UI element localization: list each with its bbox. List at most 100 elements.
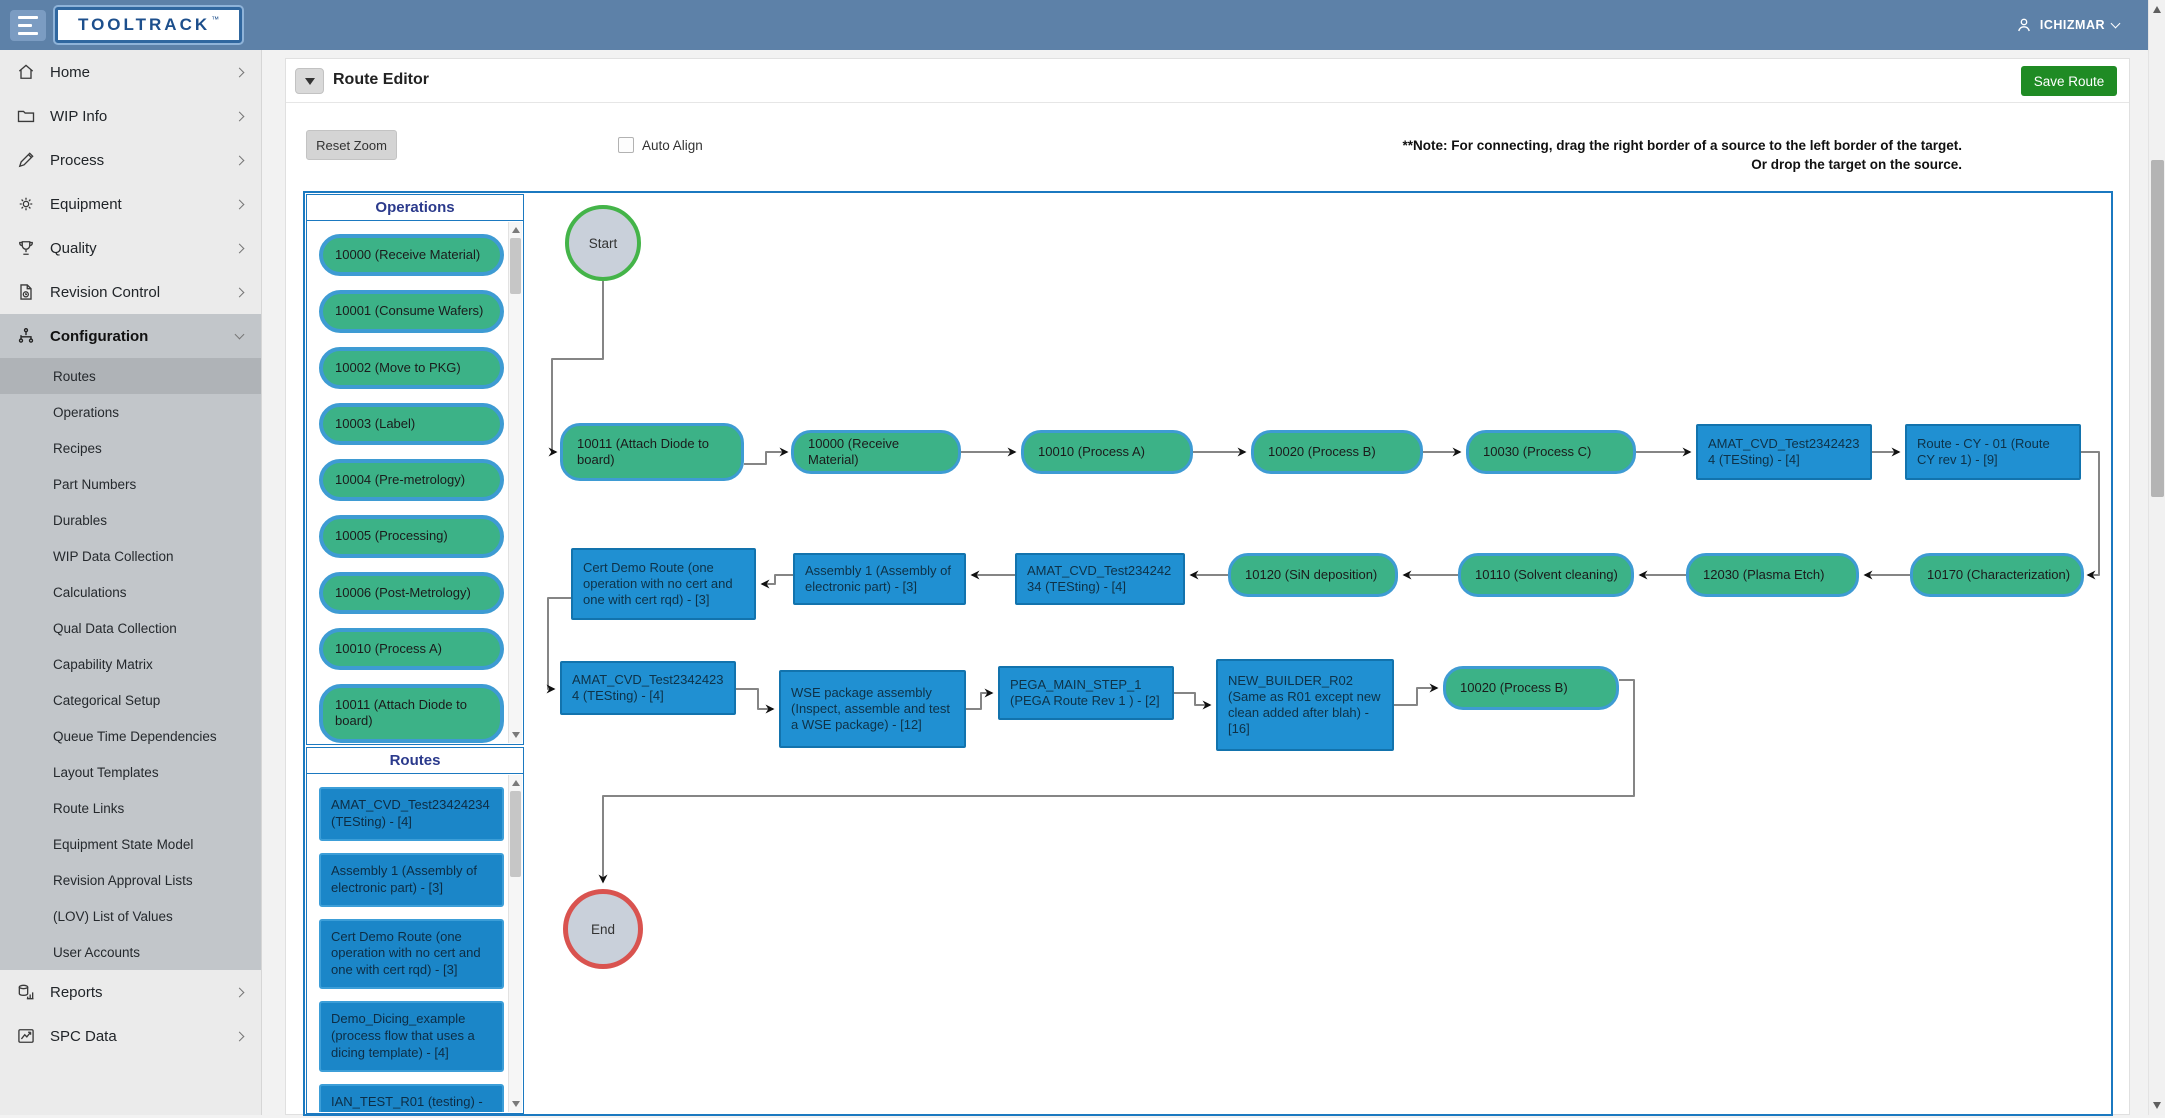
- route-item[interactable]: IAN_TEST_R01 (testing) - [13]: [319, 1083, 504, 1112]
- operations-panel: Operations 10000 (Receive Material) 10001…: [306, 194, 524, 745]
- scroll-thumb[interactable]: [510, 238, 521, 294]
- reset-zoom-button[interactable]: Reset Zoom: [306, 130, 397, 160]
- page-scrollbar[interactable]: [2148, 0, 2165, 1115]
- operation-item[interactable]: 10010 (Process A): [319, 627, 504, 670]
- end-node[interactable]: End: [563, 889, 643, 969]
- operation-item[interactable]: 10003 (Label): [319, 402, 504, 445]
- diagram-node[interactable]: AMAT_CVD_Test23424234 (TESting) - [4]: [1015, 553, 1185, 605]
- sidebar-item-home[interactable]: Home: [0, 50, 261, 94]
- route-item[interactable]: Assembly 1 (Assembly of electronic part)…: [319, 852, 504, 907]
- diagram-node[interactable]: Cert Demo Route (one operation with no c…: [571, 548, 756, 620]
- note-line-2: Or drop the target on the source.: [1751, 157, 1962, 172]
- sidebar-subitem[interactable]: Routes: [0, 358, 261, 394]
- operation-item[interactable]: 10004 (Pre-metrology): [319, 459, 504, 502]
- sidebar-subitem[interactable]: Recipes: [53, 440, 102, 456]
- sidebar-subitem[interactable]: Qual Data Collection: [53, 620, 177, 636]
- page-title: Route Editor: [333, 71, 429, 88]
- chevron-right-icon: [234, 155, 245, 165]
- diagram-node[interactable]: AMAT_CVD_Test23424234 (TESting) - [4]: [560, 661, 736, 715]
- sidebar-subitem[interactable]: Durables: [53, 512, 108, 528]
- auto-align-control[interactable]: Auto Align: [618, 137, 703, 153]
- scroll-thumb[interactable]: [2151, 160, 2164, 497]
- user-menu[interactable]: ICHIZMAR: [2015, 0, 2121, 50]
- start-label: Start: [588, 235, 618, 251]
- routes-panel-title: Routes: [307, 748, 523, 774]
- sidebar-item-quality[interactable]: Quality: [0, 226, 261, 270]
- sidebar-subitem[interactable]: Revision Approval Lists: [53, 872, 193, 888]
- chevron-right-icon: [234, 111, 245, 121]
- diagram-node[interactable]: 10010 (Process A): [1021, 430, 1193, 474]
- save-route-button[interactable]: Save Route: [2021, 66, 2117, 96]
- document-history-icon: [20, 284, 32, 300]
- sidebar-subitem[interactable]: User Accounts: [53, 944, 141, 960]
- route-item[interactable]: AMAT_CVD_Test23424234 (TESting) - [4]: [319, 787, 504, 841]
- sidebar-subitem[interactable]: Categorical Setup: [53, 692, 161, 708]
- route-item[interactable]: Demo_Dicing_example (process flow that u…: [319, 1001, 504, 1072]
- diagram-node[interactable]: 10020 (Process B): [1251, 430, 1423, 474]
- routes-scrollbar[interactable]: [508, 775, 522, 1112]
- operations-scrollbar[interactable]: [508, 222, 522, 743]
- reports-icon: [18, 984, 34, 1000]
- sidebar-item-process[interactable]: Process: [0, 138, 261, 182]
- chevron-right-icon: [234, 243, 245, 253]
- route-canvas[interactable]: Start End 10011 (Attach Diode to board) 1…: [303, 191, 2113, 1116]
- sidebar-item-spc-data[interactable]: SPC Data: [0, 1014, 261, 1058]
- sidebar-subitem[interactable]: Capability Matrix: [53, 656, 153, 672]
- diagram-node[interactable]: 10000 (Receive Material): [791, 430, 961, 474]
- operation-item[interactable]: 10005 (Processing): [319, 515, 504, 558]
- sidebar-item-revision-control[interactable]: Revision Control: [0, 270, 261, 314]
- diagram-node[interactable]: Route - CY - 01 (Route CY rev 1) - [9]: [1905, 424, 2081, 480]
- hamburger-menu-button[interactable]: [10, 10, 46, 41]
- diagram-node[interactable]: 10011 (Attach Diode to board): [560, 423, 744, 481]
- note-line-1: **Note: For connecting, drag the right b…: [1402, 138, 1962, 153]
- operation-item[interactable]: 10000 (Receive Material): [319, 234, 504, 277]
- scroll-down-icon[interactable]: [2153, 1102, 2161, 1109]
- route-editor-panel: Route Editor Save Route Reset Zoom Auto …: [285, 58, 2130, 1116]
- diagram-node[interactable]: 10110 (Solvent cleaning): [1458, 553, 1634, 597]
- diagram-node[interactable]: 12030 (Plasma Etch): [1686, 553, 1859, 597]
- scroll-down-icon[interactable]: [512, 732, 520, 738]
- scroll-thumb[interactable]: [510, 791, 521, 877]
- sidebar-subitem[interactable]: Queue Time Dependencies: [53, 728, 217, 744]
- sidebar-item-equipment[interactable]: Equipment: [0, 182, 261, 226]
- sidebar-item-wip-info[interactable]: WIP Info: [0, 94, 261, 138]
- operation-item[interactable]: 10011 (Attach Diode to board): [319, 684, 504, 743]
- scroll-up-icon[interactable]: [2153, 6, 2161, 13]
- hierarchy-icon: [18, 328, 34, 343]
- route-editor-header: Route Editor Save Route: [286, 59, 2129, 103]
- collapse-panel-button[interactable]: [295, 68, 324, 94]
- route-item[interactable]: Cert Demo Route (one operation with no c…: [319, 918, 504, 990]
- sidebar-subitem[interactable]: Part Numbers: [53, 476, 137, 492]
- diagram-node[interactable]: WSE package assembly (Inspect, assemble …: [779, 670, 966, 748]
- scroll-up-icon[interactable]: [512, 780, 520, 786]
- sidebar-subitem[interactable]: Operations: [53, 404, 120, 420]
- sidebar-subitem[interactable]: Calculations: [53, 584, 127, 600]
- diagram-node[interactable]: 10030 (Process C): [1466, 430, 1636, 474]
- sidebar-subitem[interactable]: (LOV) List of Values: [53, 908, 173, 924]
- start-node[interactable]: Start: [565, 205, 641, 281]
- sidebar-subitem[interactable]: WIP Data Collection: [53, 548, 174, 564]
- chevron-down-icon: [234, 329, 245, 340]
- diagram-node[interactable]: 10170 (Characterization): [1910, 553, 2084, 597]
- auto-align-checkbox[interactable]: [618, 137, 634, 153]
- sidebar-subitem[interactable]: Layout Templates: [53, 764, 159, 780]
- sidebar-subitem[interactable]: Route Links: [53, 800, 125, 816]
- sidebar-subitem[interactable]: Equipment State Model: [53, 836, 194, 852]
- operation-item[interactable]: 10006 (Post-Metrology): [319, 571, 504, 614]
- home-icon: [18, 64, 34, 79]
- diagram-node[interactable]: 10120 (SiN deposition): [1228, 553, 1398, 597]
- diagram-node[interactable]: Assembly 1 (Assembly of electronic part)…: [793, 553, 966, 605]
- sidebar-item-reports[interactable]: Reports: [0, 970, 261, 1014]
- operation-item[interactable]: 10001 (Consume Wafers): [319, 290, 504, 333]
- scroll-up-icon[interactable]: [512, 227, 520, 233]
- diagram-node[interactable]: AMAT_CVD_Test23424234 (TESting) - [4]: [1696, 424, 1872, 480]
- diagram-node[interactable]: 10020 (Process B): [1443, 666, 1619, 710]
- operations-panel-title: Operations: [307, 195, 523, 221]
- diagram-node[interactable]: NEW_BUILDER_R02 (Same as R01 except new …: [1216, 659, 1394, 751]
- sidebar-item-configuration[interactable]: Configuration: [0, 314, 261, 358]
- scroll-down-icon[interactable]: [512, 1101, 520, 1107]
- operation-item[interactable]: 10002 (Move to PKG): [319, 346, 504, 389]
- diagram-node[interactable]: PEGA_MAIN_STEP_1 (PEGA Route Rev 1 ) - […: [998, 666, 1174, 720]
